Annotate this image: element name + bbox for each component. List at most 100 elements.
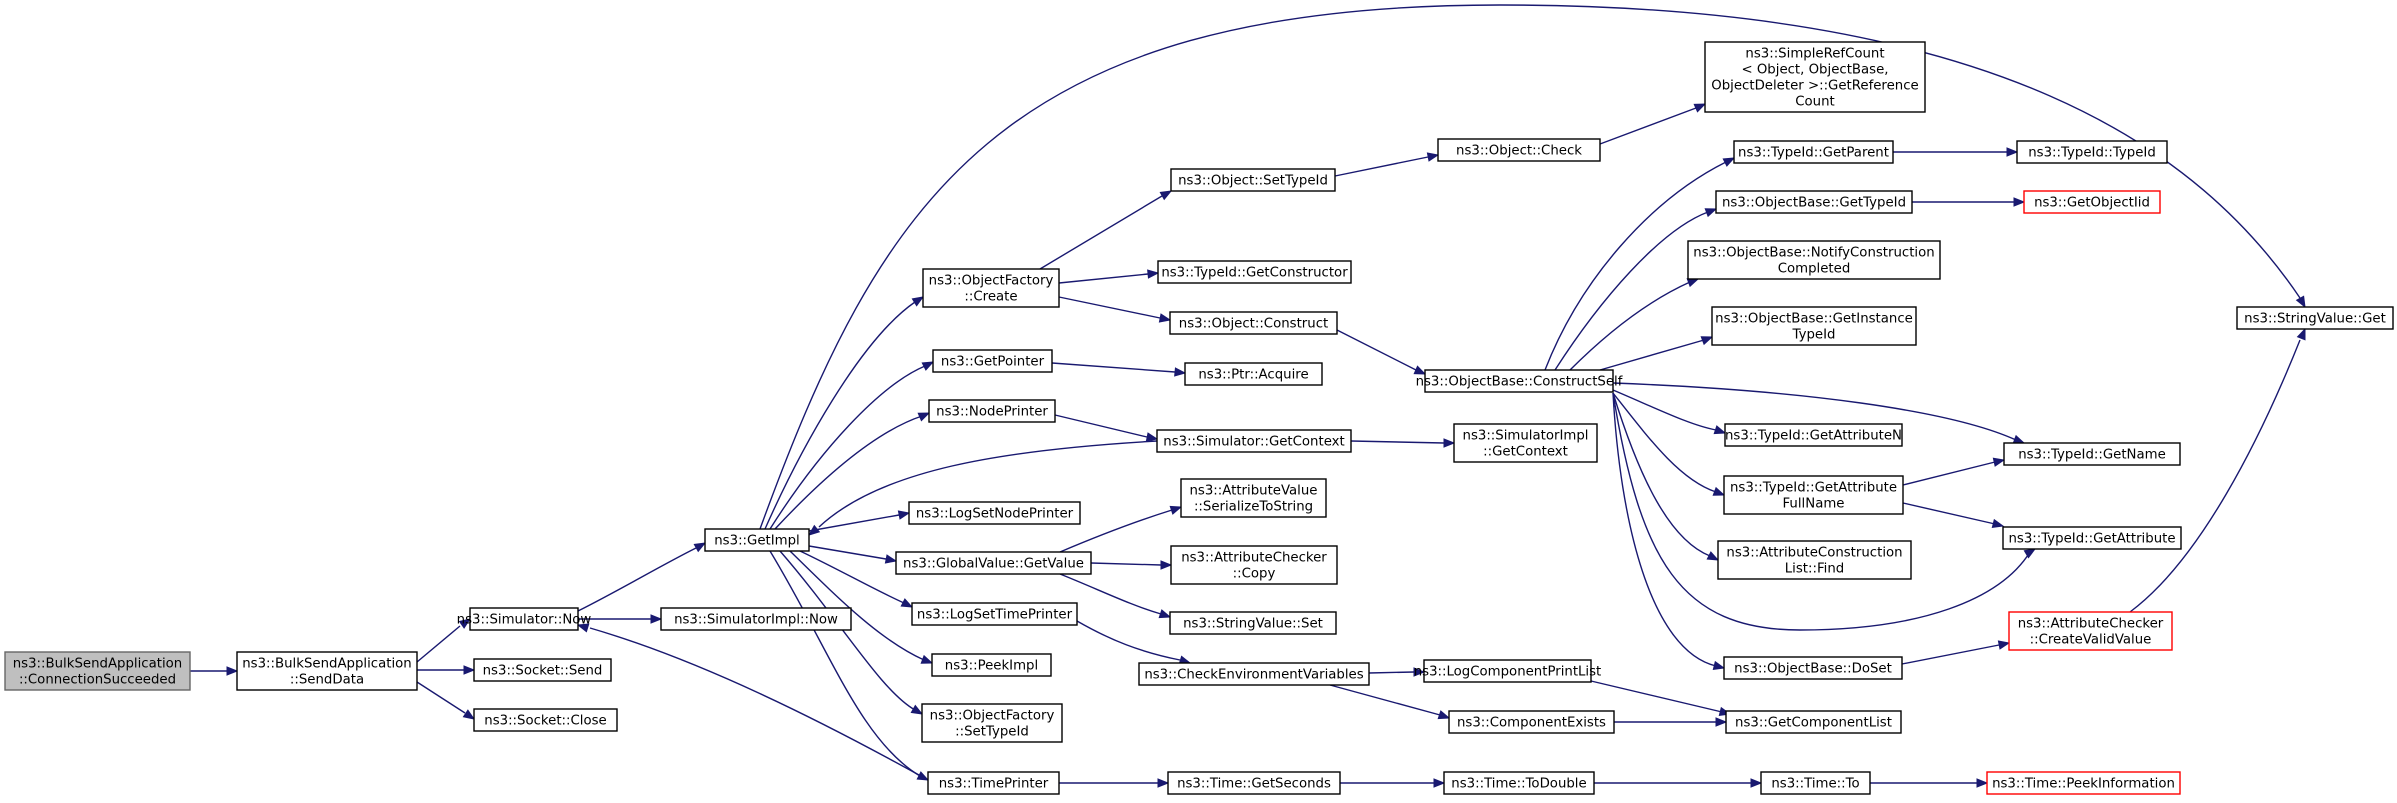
graph-node-n34[interactable]: ns3::ObjectBase::GetTypeId bbox=[1715, 190, 1913, 214]
edge-line bbox=[774, 415, 923, 530]
graph-node-n14[interactable]: ns3::ObjectFactory::SetTypeId bbox=[921, 703, 1063, 743]
node-label: ns3::ObjectBase::NotifyConstruction bbox=[1693, 246, 1934, 261]
node-box bbox=[1687, 240, 1941, 280]
node-label: ns3::GetObjectIid bbox=[2034, 196, 2150, 211]
node-label: ns3::ObjectFactory bbox=[929, 274, 1054, 289]
node-label: ns3::AttributeChecker bbox=[2018, 617, 2164, 632]
edge-line bbox=[589, 627, 929, 781]
node-label: ns3::LogSetTimePrinter bbox=[917, 608, 1073, 623]
node-box bbox=[911, 602, 1078, 626]
node-box bbox=[1724, 423, 1903, 447]
edge-n5-n15 bbox=[769, 550, 930, 781]
graph-node-n17[interactable]: ns3::TypeId::GetConstructor bbox=[1157, 260, 1352, 284]
graph-node-n23[interactable]: ns3::StringValue::Set bbox=[1169, 611, 1337, 635]
edge-n27-n35 bbox=[1569, 278, 1700, 371]
edge-arrowhead bbox=[2006, 147, 2019, 157]
graph-node-n29[interactable]: ns3::LogComponentPrintList bbox=[1414, 659, 1602, 683]
edge-n5-n10 bbox=[808, 510, 911, 532]
node-label: ns3::TypeId::GetAttributeN bbox=[1725, 429, 1902, 444]
graph-node-n26[interactable]: ns3::Object::Check bbox=[1437, 138, 1601, 162]
node-box bbox=[1169, 611, 1337, 635]
edge-line bbox=[1076, 620, 1181, 661]
edge-arrowhead bbox=[1147, 269, 1160, 279]
edge-n27-n40 bbox=[1612, 392, 1726, 671]
graph-node-n6[interactable]: ns3::SimulatorImpl::Now bbox=[660, 607, 852, 631]
graph-node-n32[interactable]: ns3::SimpleRefCount< Object, ObjectBase,… bbox=[1704, 41, 1926, 113]
graph-node-n43[interactable]: ns3::TypeId::TypeId bbox=[2016, 140, 2168, 164]
edge-arrowhead bbox=[921, 361, 935, 371]
graph-node-n10[interactable]: ns3::LogSetNodePrinter bbox=[908, 501, 1081, 525]
edge-arrowhead bbox=[458, 618, 472, 629]
graph-node-n11[interactable]: ns3::GlobalValue::GetValue bbox=[895, 551, 1092, 575]
graph-node-n30[interactable]: ns3::ComponentExists bbox=[1448, 710, 1615, 734]
graph-node-n18[interactable]: ns3::Object::Construct bbox=[1169, 311, 1338, 335]
graph-node-n24[interactable]: ns3::CheckEnvironmentVariables bbox=[1138, 662, 1370, 686]
graph-node-n4[interactable]: ns3::Socket::Close bbox=[473, 708, 618, 732]
node-box bbox=[1715, 190, 1913, 214]
graph-node-n13[interactable]: ns3::PeekImpl bbox=[931, 653, 1052, 677]
graph-node-n27[interactable]: ns3::ObjectBase::ConstructSelf bbox=[1416, 369, 1623, 393]
edge-line bbox=[1902, 502, 1996, 525]
graph-node-n1[interactable]: ns3::BulkSendApplication::SendData bbox=[236, 651, 418, 691]
graph-node-n22[interactable]: ns3::AttributeChecker::Copy bbox=[1170, 545, 1338, 585]
edge-n8-n19 bbox=[1051, 362, 1187, 377]
graph-node-n21[interactable]: ns3::AttributeValue::SerializeToString bbox=[1180, 478, 1327, 518]
edge-n18-n27 bbox=[1336, 329, 1427, 375]
graph-node-n2[interactable]: ns3::Simulator::Now bbox=[457, 607, 592, 631]
graph-node-n45[interactable]: ns3::TypeId::GetName bbox=[2003, 442, 2181, 466]
graph-node-n15[interactable]: ns3::TimePrinter bbox=[927, 771, 1060, 795]
node-label: ns3::ObjectBase::ConstructSelf bbox=[1416, 375, 1623, 390]
graph-node-n33[interactable]: ns3::TypeId::GetParent bbox=[1733, 140, 1894, 164]
edge-arrowhead bbox=[1174, 367, 1187, 377]
graph-node-n40[interactable]: ns3::ObjectBase::DoSet bbox=[1723, 656, 1903, 680]
edge-arrowhead bbox=[2013, 197, 2026, 207]
graph-node-n16[interactable]: ns3::Object::SetTypeId bbox=[1170, 168, 1336, 192]
edge-line bbox=[1599, 339, 1705, 371]
node-label: ns3::TypeId::TypeId bbox=[2028, 146, 2156, 161]
graph-node-n8[interactable]: ns3::GetPointer bbox=[932, 349, 1053, 373]
node-label: ns3::GetComponentList bbox=[1735, 716, 1892, 731]
edge-line bbox=[769, 550, 921, 777]
edge-arrowhead bbox=[917, 412, 931, 422]
graph-node-n20[interactable]: ns3::Simulator::GetContext bbox=[1156, 429, 1352, 453]
graph-node-n28[interactable]: ns3::SimulatorImpl::GetContext bbox=[1453, 423, 1598, 463]
node-box bbox=[473, 658, 612, 682]
graph-node-n25[interactable]: ns3::Time::GetSeconds bbox=[1167, 771, 1341, 795]
graph-node-n7[interactable]: ns3::ObjectFactory::Create bbox=[922, 268, 1060, 308]
node-label: TypeId bbox=[1792, 328, 1836, 343]
node-label: ns3::SimulatorImpl bbox=[1463, 429, 1589, 444]
edge-line bbox=[1090, 562, 1162, 566]
graph-node-n31[interactable]: ns3::Time::ToDouble bbox=[1443, 771, 1595, 795]
graph-node-n48[interactable]: ns3::Time::PeekInformation bbox=[1986, 771, 2181, 795]
graph-node-n49[interactable]: ns3::StringValue::Get bbox=[2236, 306, 2394, 330]
graph-node-n3[interactable]: ns3::Socket::Send bbox=[473, 658, 612, 682]
graph-node-n37[interactable]: ns3::TypeId::GetAttributeN bbox=[1724, 423, 1903, 447]
graph-node-n9[interactable]: ns3::NodePrinter bbox=[928, 399, 1056, 423]
edge-line bbox=[1612, 392, 1717, 493]
graph-node-n5[interactable]: ns3::GetImpl bbox=[704, 528, 810, 552]
graph-node-n46[interactable]: ns3::TypeId::GetAttribute bbox=[2002, 526, 2182, 550]
edge-arrowhead bbox=[2296, 327, 2306, 341]
node-box bbox=[1725, 710, 1902, 734]
graph-node-n47[interactable]: ns3::AttributeChecker::CreateValidValue bbox=[2008, 611, 2173, 651]
node-label: ns3::TypeId::GetAttribute bbox=[1730, 481, 1897, 496]
graph-node-n42[interactable]: ns3::Time::To bbox=[1760, 771, 1871, 795]
edge-n1-n3 bbox=[417, 665, 476, 675]
graph-node-n44[interactable]: ns3::GetObjectIid bbox=[2023, 190, 2161, 214]
edge-n7-n17 bbox=[1058, 269, 1160, 284]
edge-line bbox=[577, 547, 697, 612]
graph-node-n35[interactable]: ns3::ObjectBase::NotifyConstructionCompl… bbox=[1687, 240, 1941, 280]
edge-arrowhead bbox=[1157, 778, 1170, 788]
node-box bbox=[1138, 662, 1370, 686]
edge-line bbox=[779, 550, 916, 711]
node-label: FullName bbox=[1783, 497, 1845, 512]
graph-node-n19[interactable]: ns3::Ptr::Acquire bbox=[1184, 362, 1323, 386]
node-box bbox=[469, 607, 579, 631]
graph-node-n41[interactable]: ns3::GetComponentList bbox=[1725, 710, 1902, 734]
graph-node-n12[interactable]: ns3::LogSetTimePrinter bbox=[911, 602, 1078, 626]
edge-arrowhead bbox=[900, 598, 914, 608]
